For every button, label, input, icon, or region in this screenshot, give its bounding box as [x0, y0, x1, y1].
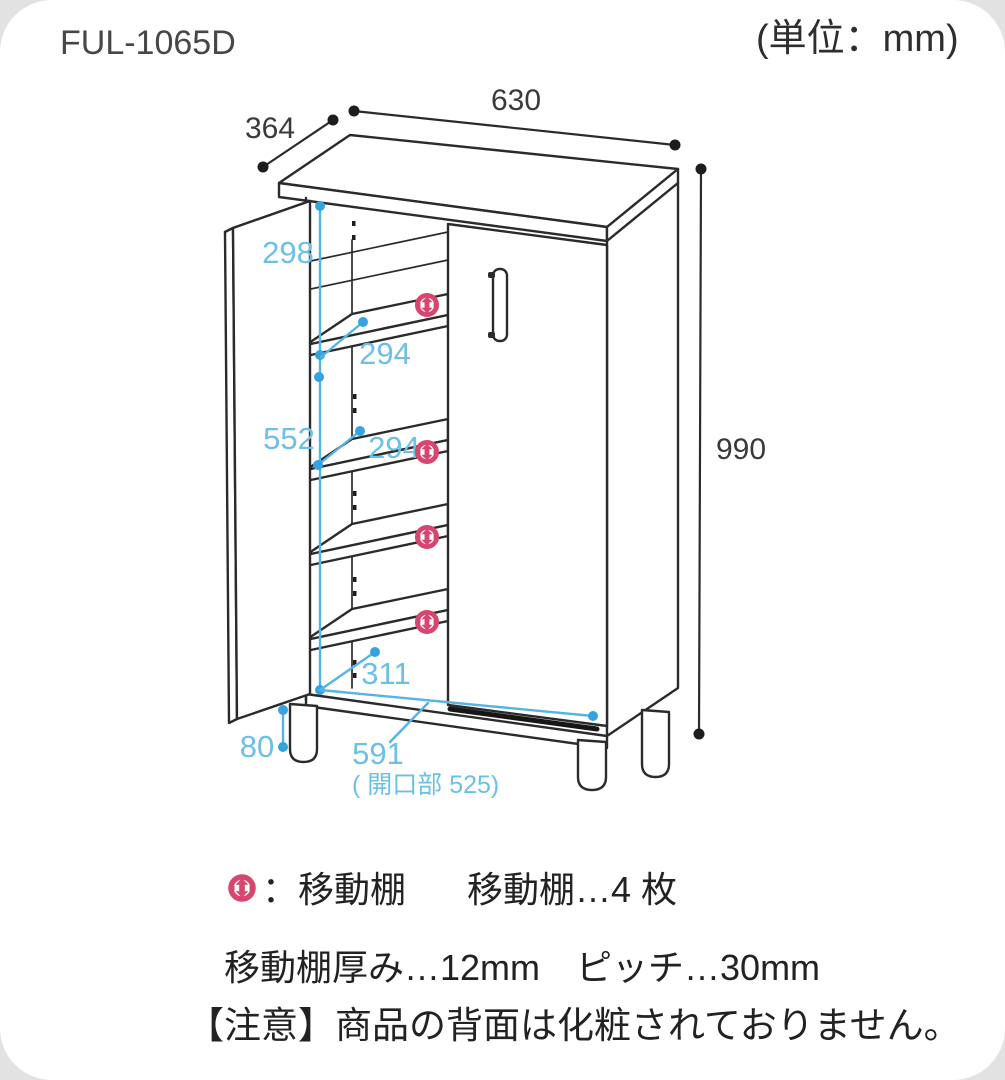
- dim-inner-height-label: 552: [263, 421, 315, 456]
- dim-height-label: 990: [716, 433, 766, 466]
- legend: ：移動棚 移動棚…4 枚 移動棚厚み…12mm ピッチ…30mm: [224, 869, 820, 988]
- dim-shelf-depth-lower-label: 294: [368, 430, 420, 465]
- open-left-door: [223, 199, 312, 725]
- interior-ceiling-line: [305, 231, 449, 263]
- dim-width-label: 630: [491, 84, 541, 117]
- notice-text: 【注意】商品の背面は化粧されておりません。: [187, 1005, 961, 1046]
- outer-dimensions: 630 364 990: [245, 84, 766, 740]
- dim-top-space-label: 298: [262, 235, 314, 270]
- legend-shelf-count: 移動棚…4 枚: [467, 869, 677, 910]
- cabinet-drawing: [223, 133, 680, 792]
- door-handle: [488, 267, 509, 343]
- legend-shelf-detail: 移動棚厚み…12mm ピッチ…30mm: [224, 947, 820, 988]
- door-bottom-gap: [447, 706, 600, 732]
- cabinet-right-panel: [605, 181, 680, 738]
- shelf-pin-holes: [352, 221, 357, 678]
- model-number: FUL-1065D: [60, 24, 236, 62]
- interior-back-top-line: [305, 259, 449, 291]
- dim-depth-label: 364: [245, 112, 295, 145]
- cabinet-legs: [288, 702, 671, 792]
- movable-shelf-icon: [417, 527, 437, 546]
- dim-opening-label: ( 開口部 525): [352, 771, 499, 799]
- dim-leg-height-label: 80: [240, 729, 274, 764]
- movable-shelf-legend-icon: [231, 877, 254, 899]
- movable-shelf-icons: [417, 295, 437, 631]
- unit-note: (単位：mm): [756, 18, 959, 60]
- right-door: [446, 222, 609, 728]
- dim-shelf-depth-upper-label: 294: [359, 336, 411, 371]
- legend-icon-meaning: ：移動棚: [262, 869, 406, 910]
- movable-shelf-icon: [417, 612, 437, 631]
- interior-dimensions: 298 294 552 294 311 80 591 ( 開口部 525): [240, 201, 598, 799]
- movable-shelf-icon: [417, 295, 437, 314]
- movable-shelf-icon: [417, 442, 437, 461]
- dim-bottom-depth-label: 311: [361, 656, 410, 691]
- dim-inner-width-label: 591: [352, 736, 404, 771]
